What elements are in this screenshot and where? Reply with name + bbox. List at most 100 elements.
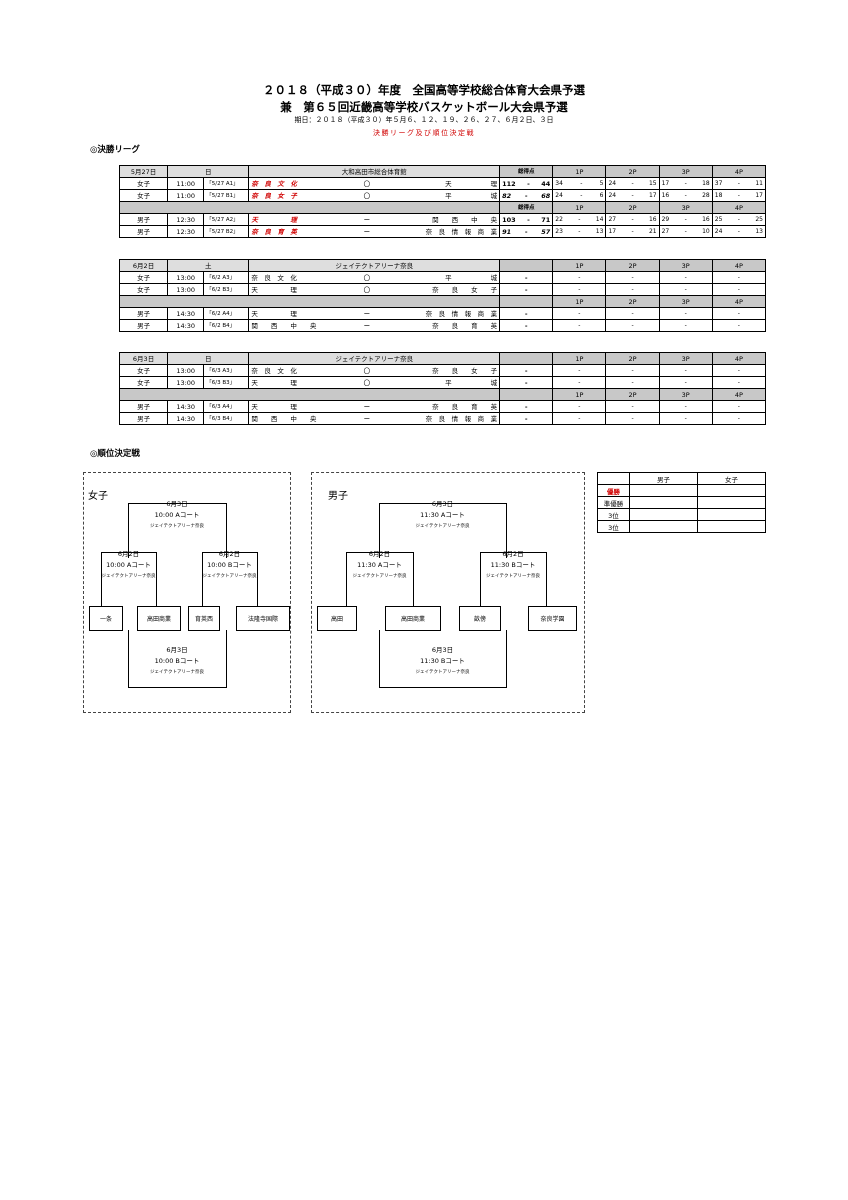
period-score: 27-16 (605, 213, 660, 226)
period-score-home: 37 (714, 179, 723, 187)
period-score-home: 27 (661, 227, 670, 235)
period-score-dash: - (737, 191, 740, 199)
away-team: 奈 良 女 子 (432, 285, 498, 294)
home-team: 関 西 中 央 (251, 321, 317, 330)
league-date: 6月2日 (118, 259, 169, 272)
match-mark: 〇 (363, 285, 371, 294)
period-score-dash: - (737, 366, 740, 374)
score-dash: - (524, 378, 528, 387)
match-time-court: 10:00 Bコート (154, 657, 200, 665)
game-time: 11:00 (167, 189, 205, 202)
bracket-women-label: 女子 (88, 491, 108, 502)
ranking-table: 男子 女子 優勝 準優勝 3位 3位 (597, 472, 766, 533)
match-date: 6月3日 (431, 500, 454, 508)
total-score: 112-44 (499, 177, 554, 190)
score-home: 82 (502, 191, 512, 200)
period-score-away: 25 (755, 215, 763, 223)
period-header-3p: 3P (658, 259, 713, 272)
period-score-dash: - (684, 321, 687, 329)
ranking-cell (629, 508, 698, 521)
match-date: 6月2日 (117, 550, 140, 558)
period-score-away: 17 (648, 191, 657, 199)
period-score-dash: - (684, 285, 687, 293)
period-score: 23-13 (552, 225, 607, 238)
period-score-dash: - (684, 273, 687, 281)
bracket-line (506, 630, 507, 688)
total-score-header (499, 388, 554, 401)
period-score: 22-14 (552, 213, 607, 226)
period-header-1p: 1P (552, 259, 607, 272)
total-score: - (499, 376, 554, 389)
home-team: 天 理 (251, 402, 297, 411)
away-team: 天 理 (445, 179, 498, 188)
game-category: 女子 (118, 189, 169, 202)
bracket-line (101, 552, 102, 606)
bracket-line (101, 552, 156, 553)
match-date: 6月3日 (166, 500, 188, 508)
bracket-line (379, 630, 380, 688)
away-team: 平 城 (445, 378, 498, 387)
period-header-4p: 4P (711, 388, 767, 401)
game-time: 13:00 (167, 271, 205, 284)
period-score-dash: - (737, 215, 740, 223)
period-score-dash: - (684, 179, 687, 187)
game-match-id: 「5/27 B1」 (203, 189, 250, 202)
score-dash: - (524, 321, 528, 330)
home-team: 奈 良 文 化 (251, 273, 297, 282)
score-dash: - (524, 191, 528, 200)
total-score: - (499, 319, 554, 332)
period-score: - (552, 364, 607, 377)
period-score-away: 14 (595, 215, 604, 223)
game-category: 女子 (118, 376, 169, 389)
total-score-header (499, 295, 554, 308)
period-score-home: 18 (714, 191, 723, 199)
period-score: - (552, 307, 607, 320)
ranking-cell (697, 508, 766, 521)
event-period: 期日：２０１８（平成３０）年５月６、１２、１９、２６、２７、６月２日、３日 (294, 116, 554, 124)
period-header-2p: 2P (605, 388, 660, 401)
period-score-dash: - (684, 402, 687, 410)
game-category: 男子 (118, 400, 169, 413)
game-time: 13:00 (167, 283, 205, 296)
period-score: - (605, 271, 660, 284)
away-team: 奈 良 情 報 商 業 (425, 227, 498, 236)
title-sub: 兼 第６５回近畿高等学校バスケットボール大会県予選 (280, 100, 568, 114)
away-team: 奈 良 情 報 商 業 (425, 414, 498, 423)
period-score-dash: - (631, 191, 634, 199)
period-score-dash: - (578, 366, 581, 374)
home-team: 奈 良 育 英 (251, 227, 297, 236)
match-date: 6月2日 (502, 550, 524, 558)
total-score: 91-57 (499, 225, 554, 238)
separator-cell (118, 201, 501, 214)
ranking-row-label: 優勝 (597, 484, 630, 497)
home-team: 奈 良 女 子 (251, 191, 297, 200)
match-mark: 〇 (363, 366, 371, 375)
period-score-home: 17 (608, 227, 617, 235)
period-score-dash: - (631, 378, 634, 386)
game-matchup: 天 理ー奈 良 育 英 (248, 400, 501, 413)
period-score: - (711, 307, 767, 320)
match-venue: ジェイテクトアリーナ奈良 (202, 574, 257, 579)
period-score-away: 16 (648, 215, 657, 223)
period-score: - (605, 283, 660, 296)
match-mark: 〇 (363, 191, 371, 200)
game-matchup: 奈 良 文 化〇天 理 (248, 177, 501, 190)
game-time: 14:30 (167, 307, 205, 320)
period-score-home: 25 (714, 215, 723, 223)
bracket-line (480, 552, 481, 606)
home-team: 奈 良 文 化 (251, 179, 297, 188)
game-time: 14:30 (167, 319, 205, 332)
home-team: 天 理 (251, 285, 297, 294)
period-score-away: 5 (599, 179, 604, 187)
match-time-court: 11:30 Bコート (420, 657, 465, 665)
period-score: - (711, 400, 767, 413)
total-score-header (499, 259, 554, 272)
game-match-id: 「6/3 B3」 (203, 376, 250, 389)
match-venue: ジェイテクトアリーナ奈良 (101, 574, 156, 579)
